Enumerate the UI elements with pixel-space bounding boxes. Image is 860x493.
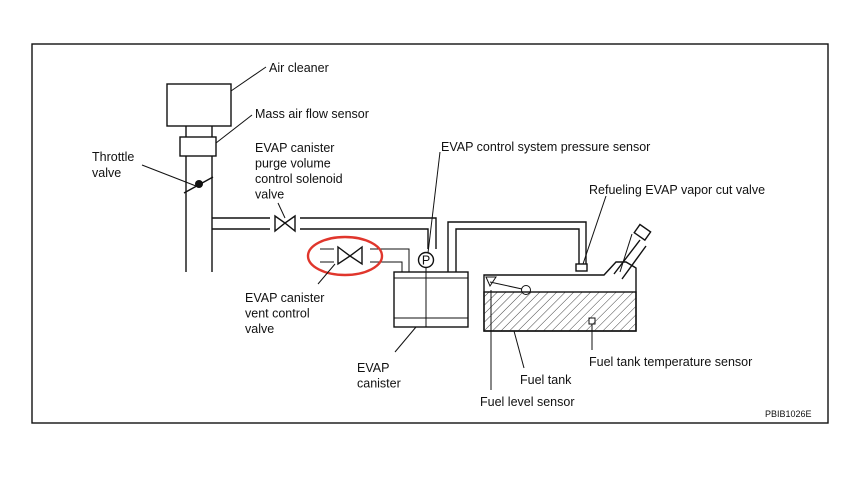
label-purge-valve-line4: valve — [255, 188, 284, 202]
label-canister: EVAP canister — [357, 361, 401, 391]
label-air-cleaner: Air cleaner — [269, 61, 329, 75]
leader-maf — [215, 114, 253, 144]
leader-throttle — [141, 164, 197, 187]
fuel-level-sensor-gauge — [485, 276, 497, 288]
leader-pressure-sensor — [427, 151, 441, 254]
fuel-filler-neck — [613, 239, 647, 280]
vent-valve-highlight-circle — [306, 235, 384, 277]
label-pressure-sensor: EVAP control system pressure sensor — [441, 140, 650, 154]
label-throttle-valve: Throttle valve — [92, 150, 138, 180]
leader-air-cleaner — [230, 66, 267, 92]
label-vent-valve-line2: vent control — [245, 307, 310, 321]
label-throttle-valve-line1: Throttle — [92, 150, 134, 164]
purge-volume-control-solenoid-valve — [274, 214, 296, 233]
leader-vent-valve — [317, 263, 336, 285]
label-vent-valve: EVAP canister vent control valve — [245, 291, 328, 336]
vapor-cut-valve — [575, 263, 588, 272]
label-throttle-valve-line2: valve — [92, 166, 121, 180]
label-fuel-tank-temperature-sensor: Fuel tank temperature sensor — [589, 355, 752, 369]
vapor-line-inner — [455, 228, 580, 272]
label-fuel-tank: Fuel tank — [520, 373, 572, 387]
leader-purge-valve — [277, 202, 286, 219]
fuel-level-sensor-arm — [489, 281, 523, 290]
vent-control-valve — [337, 245, 363, 266]
label-canister-line2: canister — [357, 377, 401, 391]
label-vent-valve-line3: valve — [245, 322, 274, 336]
evap-pressure-sensor — [417, 251, 435, 269]
evap-canister — [393, 271, 469, 328]
label-mass-air-flow-sensor: Mass air flow sensor — [255, 107, 369, 121]
fuel-filler-tube — [619, 233, 633, 273]
figure-code: PBIB1026E — [765, 409, 812, 419]
pressure-sensor-symbol: P — [422, 254, 430, 268]
label-canister-line1: EVAP — [357, 361, 389, 375]
label-purge-valve-line3: control solenoid — [255, 172, 343, 186]
air-cleaner — [166, 83, 232, 127]
label-vent-valve-line1: EVAP canister — [245, 291, 324, 305]
diagram-frame — [31, 43, 829, 424]
label-purge-valve-line2: purge volume — [255, 157, 331, 171]
throttle-valve-pivot — [195, 180, 203, 188]
fuel-filler-cap — [633, 223, 652, 242]
label-fuel-level-sensor: Fuel level sensor — [480, 395, 575, 409]
purge-line-upper — [212, 217, 437, 249]
leader-fuel-tank — [513, 330, 525, 369]
label-purge-valve: EVAP canister purge volume control solen… — [255, 141, 346, 202]
purge-line-lower — [212, 228, 429, 249]
leader-canister — [394, 326, 417, 353]
fuel-level-sensor-float — [521, 285, 531, 295]
mass-air-flow-sensor — [179, 136, 217, 157]
vapor-line-outer — [447, 221, 587, 272]
label-vapor-cut-valve: Refueling EVAP vapor cut valve — [589, 183, 765, 197]
fuel-tank-fuel — [483, 291, 637, 332]
leader-vapor-cut — [582, 195, 607, 265]
label-purge-valve-line1: EVAP canister — [255, 141, 334, 155]
